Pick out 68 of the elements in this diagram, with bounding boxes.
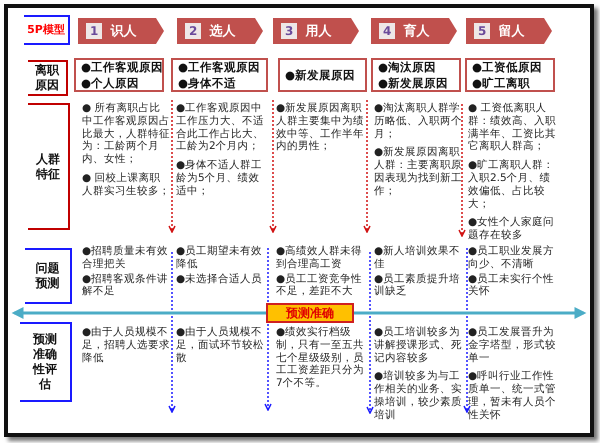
- bullet-text: ●女性个人家庭问题存在较多: [468, 216, 556, 242]
- model-title-box: [24, 15, 70, 45]
- reason-text: ●身体不适: [178, 75, 236, 92]
- step-number: 5: [474, 23, 490, 39]
- bullet-text: ●旷工离职人群：入职2.5个月、绩效偏低、占比较大；: [468, 159, 556, 210]
- chevron-step: [177, 18, 263, 44]
- bullet-text: ●员工发展晋升为金字塔型，形式较单一: [468, 326, 557, 364]
- bullet-text: ●员工期望未有效降低: [176, 245, 264, 271]
- chevron-step: [78, 18, 164, 44]
- bullet-text: ●招聘质量未有效合理把关: [82, 245, 170, 271]
- reason-text: ●新发展原因: [378, 75, 448, 92]
- bullet-text: ● 回校上课离职人群实习生较多；: [82, 172, 170, 198]
- step-title: 育人: [403, 22, 430, 40]
- row-title: 离职原因: [34, 63, 60, 93]
- reason-box: [74, 58, 164, 92]
- reason-box: [371, 58, 461, 92]
- bullet-text: ●新发展原因离职人群主要集中为绩效中等、工作半年内的男性；: [276, 102, 365, 154]
- reason-box: [465, 58, 555, 92]
- bullet-text: ●员工未实行个性关怀: [468, 272, 556, 298]
- chevron-step: [371, 18, 457, 44]
- bullet-text: ●未选择合适人员: [176, 272, 264, 286]
- step-number: 4: [379, 23, 396, 39]
- bullet-text: ●员工工资竞争性不足，差距不大: [276, 272, 364, 298]
- reason-box: [278, 58, 367, 92]
- reason-text: ●淘汰原因: [378, 58, 436, 75]
- bullet-text: ●招聘客观条件讲解不足: [82, 272, 170, 298]
- step-number: 3: [281, 23, 298, 39]
- bullet-text: ●由于人员规模不足，招聘人选要求降低: [82, 326, 170, 364]
- bullet-text: ●员工素质提升培训缺乏: [374, 272, 462, 298]
- bullet-text: ●呼叫行业工作性质单一、统一式管理，暂未有人员个性关怀: [468, 370, 557, 422]
- row-header: [25, 248, 72, 304]
- row-header: [28, 103, 70, 230]
- row-title: 问题预测: [34, 261, 60, 291]
- reason-text: ●个人原因: [81, 75, 140, 92]
- bullet-text: ●绩效实行档级制，只有一至五共七个星级级别，员工工资差距只分为7个不等。: [276, 326, 365, 390]
- step-number: 2: [185, 23, 202, 39]
- row-header: [28, 60, 68, 96]
- chevron-step: [466, 18, 552, 44]
- bullet-text: ●淘汰离职人群学历略低、入职两个月；: [374, 102, 463, 140]
- reason-box: [171, 58, 268, 92]
- reason-text: ●新发展原因: [285, 66, 356, 84]
- bullet-text: ●新发展原因离职人群：主要离职原因表现为找到新工作；: [374, 146, 463, 198]
- bullet-text: ●培训较多为与工作相关的业务、实操培训，较少素质培训: [374, 370, 463, 422]
- highlight-box: [266, 303, 354, 323]
- bullet-text: ● 工资低离职人群：绩效高、入职满半年、工资比其它离职人群高；: [468, 102, 557, 154]
- model-title: 5P模型: [27, 23, 65, 37]
- bullet-text: ●员工培训较多为讲解授课形式、死记内容较多: [374, 326, 463, 364]
- reason-text: ●旷工离职: [472, 75, 530, 92]
- bullet-text: ● 所有离职占比中工作客观原因占比最大，人群特征为：工龄两个月内、女性；: [82, 102, 170, 166]
- bullet-text: ●由于人员规模不足，面试环节较松散: [176, 326, 265, 364]
- step-title: 留人: [498, 23, 524, 40]
- step-number: 1: [86, 23, 102, 39]
- bullet-text: ●工作客观原因中工作压力大、不适合此工作占比大、工龄为2个月内；: [176, 102, 265, 154]
- bullet-text: ●高绩效人群未得到合理高工资: [276, 245, 364, 271]
- reason-text: ●工资低原因: [472, 58, 542, 75]
- row-header: [20, 322, 72, 402]
- highlight-text: 预测准确: [286, 306, 334, 320]
- bullet-text: ●身体不适人群工龄为5个月、绩效适中；: [176, 159, 264, 198]
- row-title: 预测准确性评估: [32, 332, 58, 392]
- bullet-text: ●员工职业发展方向少、不清晰: [468, 245, 556, 271]
- step-title: 用人: [305, 23, 332, 40]
- row-title: 人群特征: [35, 152, 61, 182]
- chevron-step: [273, 18, 359, 44]
- reason-text: ●工作客观原因: [178, 58, 260, 75]
- bullet-text: ●新人培训效果不佳: [374, 245, 462, 271]
- step-title: 识人: [110, 23, 136, 40]
- reason-text: ●工作客观原因: [81, 58, 164, 75]
- step-title: 选人: [209, 23, 236, 40]
